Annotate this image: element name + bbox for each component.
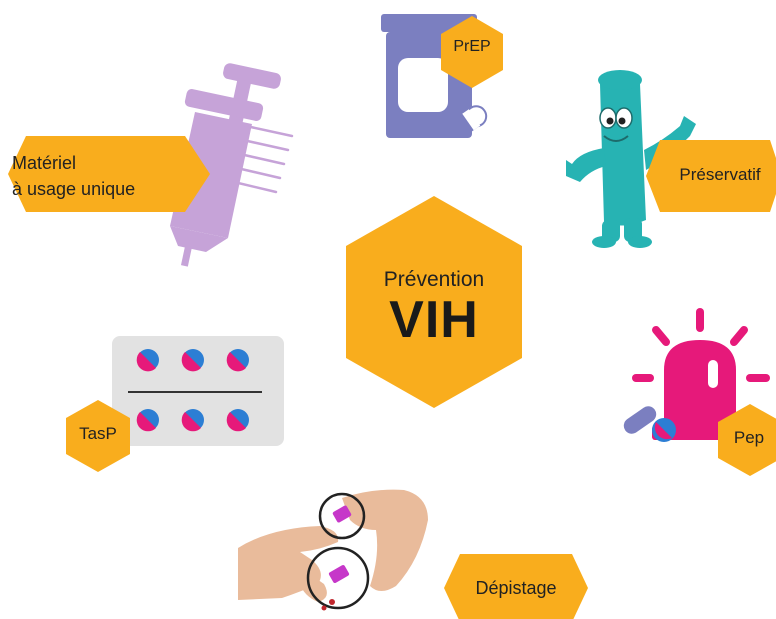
label-materiel-line1: Matériel — [12, 153, 77, 173]
blister-pill — [136, 349, 159, 372]
blister-pill — [181, 349, 204, 372]
syringe-icon — [170, 63, 281, 267]
center-hexagon — [346, 196, 522, 408]
label-prep: PrEP — [453, 38, 491, 55]
blister-pill — [136, 409, 159, 432]
label-materiel: Matériel à usage unique — [12, 150, 135, 202]
label-preservatif: Préservatif — [679, 165, 761, 184]
tasp-hexagon — [66, 400, 130, 472]
blister-pill — [181, 409, 204, 432]
label-tasp: TasP — [79, 424, 117, 443]
depistage-hexagon — [444, 554, 588, 619]
prep-hexagon — [441, 16, 503, 88]
preservatif-hexagon — [646, 140, 776, 212]
label-depistage: Dépistage — [475, 578, 557, 598]
blister-pill — [226, 349, 249, 372]
materiel-hexagon — [8, 136, 210, 212]
finger-prick-test-icon — [238, 489, 428, 611]
alarm-light-icon — [623, 308, 770, 442]
condom-mascot-face — [599, 107, 633, 142]
center-title: VIH — [389, 291, 479, 349]
blister-pack-icon — [112, 336, 284, 446]
label-materiel-line2: à usage unique — [12, 179, 136, 199]
blister-pill — [226, 409, 249, 432]
label-pep: Pep — [733, 428, 765, 447]
center-subtitle: Prévention — [383, 268, 485, 291]
syringe-spray-lines — [232, 124, 294, 194]
pep-hexagon — [718, 404, 776, 476]
